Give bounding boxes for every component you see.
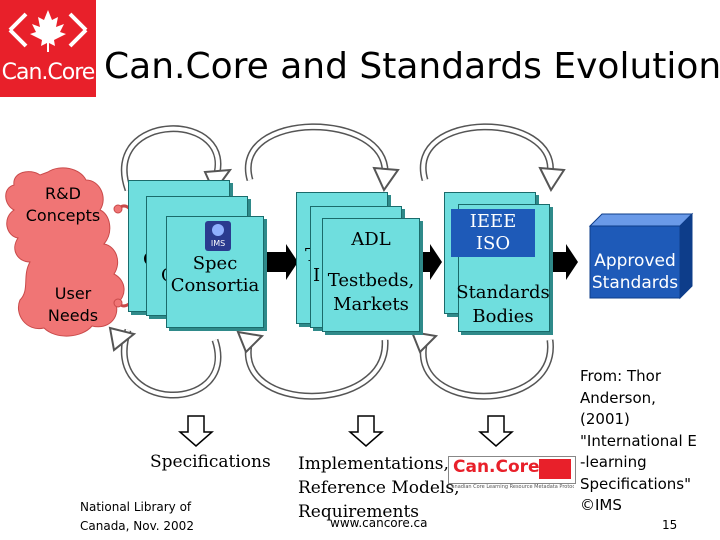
down-arrow-3 (478, 415, 514, 447)
badge-leaf-icon (539, 459, 571, 479)
down-arrow-1 (178, 415, 214, 447)
implementations-label: Implementations,Reference Models,Require… (298, 454, 460, 522)
slide-title: Can.Core and Standards Evolution (104, 46, 720, 87)
down-arrow-2 (348, 415, 384, 447)
standards-label: Standards (456, 282, 550, 303)
page-number: 15 (662, 518, 678, 532)
markets-label: Markets (333, 294, 409, 315)
testbeds-label: Testbeds, (327, 270, 415, 291)
testbeds-markets-card: ADL Testbeds, Markets (322, 218, 420, 332)
flow-arrow-1 (262, 244, 298, 280)
specifications-label: Specifications (150, 452, 271, 472)
ieee-iso-box: IEEE ISO (451, 209, 535, 257)
spec-label: Spec (192, 253, 238, 274)
cloud-shape (5, 167, 125, 337)
logo-text: Can.Core (1, 60, 96, 85)
attribution-note: From: Thor Anderson, (2001) "Internation… (580, 367, 697, 514)
cancore-badge: Can.Core (448, 456, 576, 484)
cycle-arrow-top-3 (419, 123, 554, 181)
spec-consortia-card: IMS Spec Consortia (166, 216, 264, 328)
maple-leaf-icon (8, 10, 88, 52)
iso-label: ISO (475, 233, 511, 254)
footer-url: www.cancore.ca (330, 516, 428, 530)
cancore-logo: Can.Core (0, 0, 96, 97)
badge-tagline: Canadian Core Learning Resource Metadata… (448, 484, 574, 490)
consortia-label: Consortia (170, 275, 260, 296)
bodies-label: Bodies (472, 306, 534, 327)
flow-arrow-2 (420, 244, 442, 280)
ims-logo-icon: IMS (205, 221, 231, 251)
approved-standards-box (588, 212, 694, 300)
adl-label: ADL (351, 229, 391, 250)
flow-arrow-3 (550, 244, 578, 280)
ieee-label: IEEE (469, 211, 517, 232)
standards-bodies-card: IEEE ISO Standards Bodies (451, 204, 550, 332)
